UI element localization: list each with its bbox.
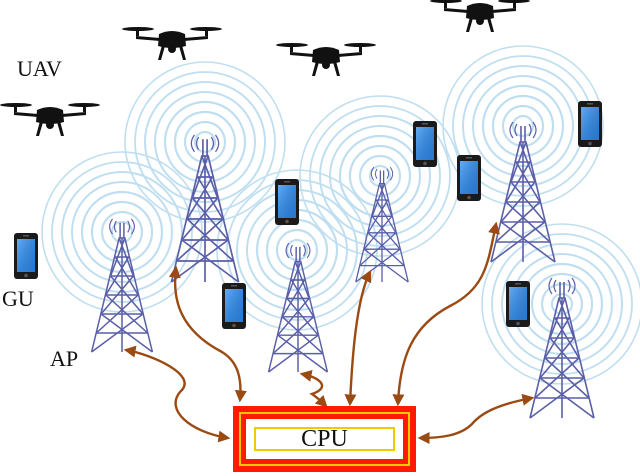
tower-icon — [90, 218, 154, 353]
bidirectional-arrow-icon — [299, 370, 328, 408]
drone-icon — [122, 27, 222, 60]
phone-icon — [578, 101, 602, 147]
cpu-box: CPU — [233, 406, 416, 472]
drone-icon — [430, 0, 530, 32]
gu-label: GU — [2, 286, 34, 311]
phone-icon — [222, 283, 246, 329]
drone-icon — [276, 43, 376, 76]
uav-label: UAV — [17, 56, 62, 81]
bidirectional-arrow-icon — [123, 345, 231, 443]
tower-icon — [355, 166, 409, 283]
phone-icon — [275, 179, 299, 225]
bidirectional-arrow-icon — [392, 221, 500, 407]
bidirectional-arrow-icon — [417, 393, 535, 444]
bidirectional-arrow-icon — [344, 269, 372, 407]
bidirectional-arrow-icon — [168, 265, 247, 403]
phone-icon — [506, 281, 530, 327]
phone-icon — [457, 155, 481, 201]
cpu-inner-frame: CPU — [254, 425, 395, 452]
cpu-label: CPU — [301, 425, 348, 452]
phone-icon — [413, 121, 437, 167]
phone-icon — [14, 233, 38, 279]
ap-label: AP — [50, 346, 79, 371]
drone-icon — [0, 103, 100, 136]
